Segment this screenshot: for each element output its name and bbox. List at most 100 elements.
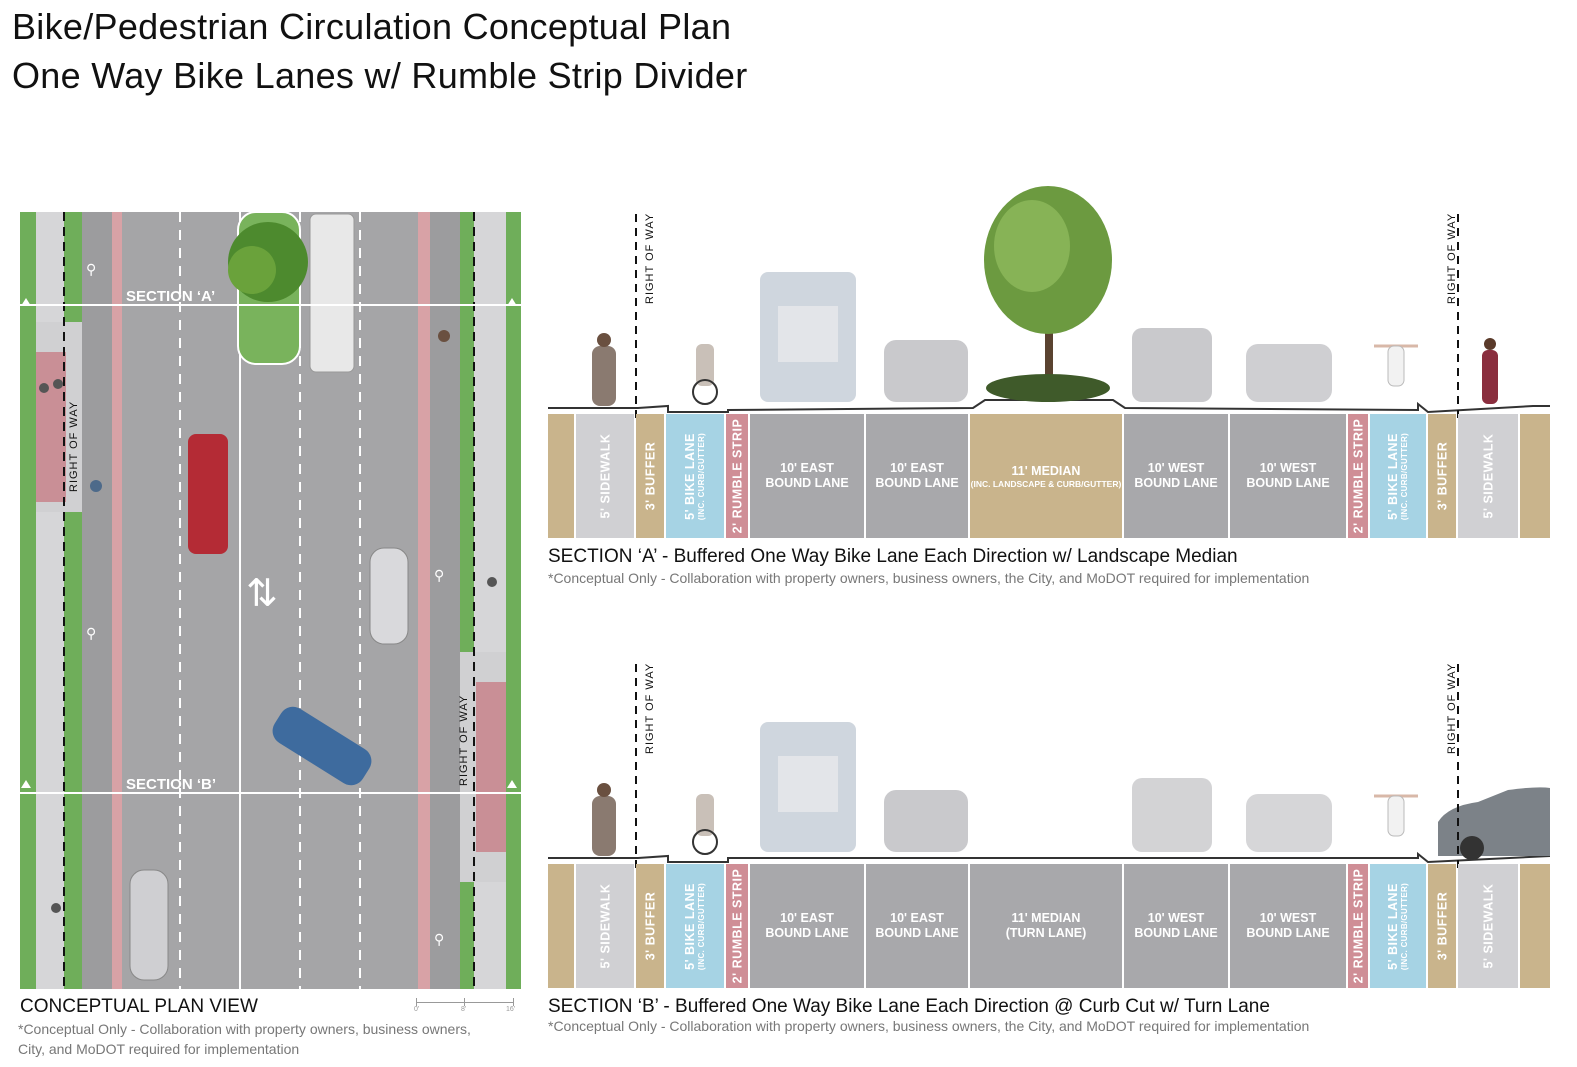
segment-label: 5' SIDEWALK bbox=[598, 883, 612, 969]
section-segment: 2' RUMBLE STRIP bbox=[726, 414, 748, 538]
plan-rumble-strip-right bbox=[418, 212, 430, 989]
pedestrian-icon bbox=[487, 577, 497, 587]
section-b-arrow-left bbox=[21, 780, 31, 788]
page-subtitle: One Way Bike Lanes w/ Rumble Strip Divid… bbox=[12, 55, 748, 96]
section-segment bbox=[1520, 864, 1550, 988]
driveway-left-crossing bbox=[36, 352, 66, 502]
median-shrub-highlight bbox=[228, 246, 276, 294]
suv-rear-east bbox=[884, 790, 968, 852]
bike-symbol-icon: ⚲ bbox=[434, 568, 444, 584]
cyclist-west bbox=[1387, 795, 1405, 837]
plan-grass-right bbox=[506, 212, 521, 989]
pedestrian-icon bbox=[51, 903, 61, 913]
section-segment: 3' BUFFER bbox=[636, 414, 664, 538]
section-a-label: SECTION ‘A’ bbox=[126, 288, 216, 305]
sedan-front-west bbox=[1246, 794, 1332, 852]
section-segment bbox=[548, 864, 574, 988]
section-segment: 5' SIDEWALK bbox=[1458, 864, 1518, 988]
car-turning-into-curb-cut bbox=[1438, 787, 1550, 856]
segment-label: 5' BIKE LANE(INC. CURB/GUTTER) bbox=[1386, 432, 1410, 520]
section-segment: 5' SIDEWALK bbox=[576, 414, 634, 538]
section-a-cut-line bbox=[20, 304, 521, 306]
section-segment: 3' BUFFER bbox=[1428, 864, 1456, 988]
cyclist-east bbox=[696, 344, 714, 386]
truck-grille bbox=[778, 306, 838, 362]
bike-symbol-icon: ⚲ bbox=[86, 626, 96, 642]
section-b-illustration bbox=[548, 664, 1550, 870]
right-of-way-label-right: RIGHT OF WAY bbox=[458, 694, 470, 786]
section-a-ground-line bbox=[548, 399, 1550, 414]
segment-label: 3' BUFFER bbox=[1435, 891, 1449, 961]
section-b-cut-line bbox=[20, 792, 521, 794]
bike-symbol-icon: ⚲ bbox=[86, 262, 96, 278]
bicycle-wheel bbox=[692, 829, 718, 855]
section-segment: 11' MEDIAN(TURN LANE) bbox=[970, 864, 1122, 988]
section-b-label: SECTION ‘B’ bbox=[126, 776, 217, 793]
bike-symbol-icon: ⚲ bbox=[434, 932, 444, 948]
scale-label-8: 8' bbox=[461, 1006, 467, 1013]
plan-view-caption: CONCEPTUAL PLAN VIEW bbox=[20, 996, 258, 1017]
segment-sublabel: (INC. CURB/GUTTER) bbox=[697, 882, 707, 970]
pedestrian-head bbox=[1484, 338, 1496, 350]
plan-bike-lane-left bbox=[82, 212, 112, 989]
segment-label: 2' RUMBLE STRIP bbox=[730, 868, 744, 984]
right-of-way-label-left: RIGHT OF WAY bbox=[68, 400, 80, 492]
section-b-note: *Conceptual Only - Collaboration with pr… bbox=[548, 1018, 1310, 1034]
segment-sublabel: (INC. CURB/GUTTER) bbox=[1400, 432, 1410, 520]
segment-label: 2' RUMBLE STRIP bbox=[1351, 418, 1365, 534]
section-a-illustration bbox=[548, 186, 1550, 420]
segment-label: 5' BIKE LANE(INC. CURB/GUTTER) bbox=[683, 432, 707, 520]
pedestrian-icon bbox=[53, 379, 63, 389]
segment-label: 5' SIDEWALK bbox=[1481, 433, 1495, 519]
section-a-note: *Conceptual Only - Collaboration with pr… bbox=[548, 570, 1310, 586]
truck-top-view bbox=[309, 213, 355, 373]
section-segment: 5' BIKE LANE(INC. CURB/GUTTER) bbox=[666, 414, 724, 538]
section-segment: 5' BIKE LANE(INC. CURB/GUTTER) bbox=[1370, 414, 1426, 538]
car-wheel bbox=[1460, 836, 1484, 860]
cyclist-west bbox=[1387, 345, 1405, 387]
page-title: Bike/Pedestrian Circulation Conceptual P… bbox=[12, 6, 732, 47]
conceptual-plan-view: ⇅ ⚲ ⚲ ⚲ ⚲ SECTION ‘A’ SECTION ‘B’ RIGHT … bbox=[20, 212, 521, 989]
segment-label: 3' BUFFER bbox=[1435, 441, 1449, 511]
suv-front-west bbox=[1132, 778, 1212, 852]
turn-arrow-icon: ⇅ bbox=[246, 571, 278, 615]
red-pickup-top-view bbox=[188, 434, 228, 554]
segment-label: 5' SIDEWALK bbox=[1481, 883, 1495, 969]
segment-label: 2' RUMBLE STRIP bbox=[730, 418, 744, 534]
section-segment: 5' BIKE LANE(INC. CURB/GUTTER) bbox=[1370, 864, 1426, 988]
section-segment: 2' RUMBLE STRIP bbox=[726, 864, 748, 988]
section-b-caption: SECTION ‘B’ - Buffered One Way Bike Lane… bbox=[548, 996, 1270, 1017]
section-segment: 2' RUMBLE STRIP bbox=[1348, 414, 1368, 538]
segment-sublabel: (INC. CURB/GUTTER) bbox=[697, 432, 707, 520]
segment-label: 2' RUMBLE STRIP bbox=[1351, 868, 1365, 984]
pedestrian-head bbox=[597, 333, 611, 347]
pedestrian-west bbox=[1482, 350, 1498, 404]
scale-bar: 0' 8' 16' bbox=[414, 996, 518, 1014]
right-of-way-label-right: RIGHT OF WAY bbox=[1446, 212, 1458, 304]
blue-car-top-view bbox=[272, 706, 372, 786]
segment-label: 5' BIKE LANE(INC. CURB/GUTTER) bbox=[1386, 882, 1410, 970]
segment-sublabel: (INC. LANDSCAPE & CURB/GUTTER) bbox=[970, 478, 1122, 489]
silver-suv-top-view bbox=[369, 547, 409, 645]
section-segment bbox=[548, 414, 574, 538]
median-shrubs bbox=[986, 374, 1110, 402]
cyclist-icon bbox=[90, 480, 102, 492]
segment-label: 3' BUFFER bbox=[643, 441, 657, 511]
plan-rumble-strip-left bbox=[112, 212, 122, 989]
section-segment bbox=[1520, 414, 1550, 538]
truck-grille bbox=[778, 756, 838, 812]
segment-label: 11' MEDIAN(INC. LANDSCAPE & CURB/GUTTER) bbox=[970, 463, 1122, 489]
section-segment: 11' MEDIAN(INC. LANDSCAPE & CURB/GUTTER) bbox=[970, 414, 1122, 538]
sedan-front-west bbox=[1246, 344, 1332, 402]
plan-view-note: *Conceptual Only - Collaboration with pr… bbox=[18, 1021, 471, 1057]
